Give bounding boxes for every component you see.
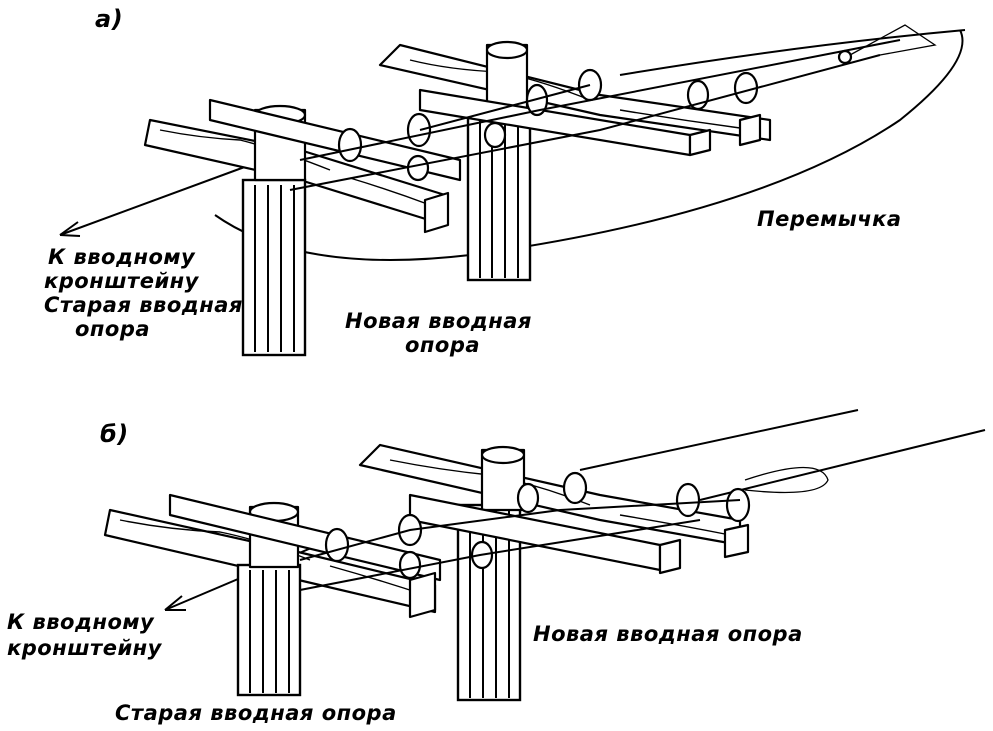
- loop-b: [744, 466, 829, 494]
- old-pole-a: [143, 98, 462, 357]
- insulators-b: [324, 471, 751, 580]
- incoming-wire-b-1: [579, 409, 859, 471]
- old-pole-b: [103, 493, 442, 697]
- old-pole-label-b: Старая вводная опора: [115, 701, 397, 725]
- panel-a-letter: а): [95, 5, 124, 33]
- old-pole-label-a-line1: Старая вводная: [44, 293, 243, 317]
- to-bracket-label-b-line1: К вводному: [7, 610, 155, 634]
- to-bracket-label-a-line1: К вводному: [48, 245, 196, 269]
- new-pole-b: [358, 443, 750, 702]
- wire-to-bracket-a: [59, 164, 251, 236]
- to-bracket-label-b-line2: кронштейну: [7, 636, 162, 660]
- old-pole-label-a-line2: опора: [75, 317, 151, 341]
- new-pole-label-b: Новая вводная опора: [533, 622, 803, 646]
- jumper-wire: [214, 29, 964, 261]
- arrow-head-a: [59, 221, 81, 237]
- tensioner-a: [849, 24, 937, 56]
- jumper-label: Перемычка: [757, 207, 902, 231]
- panel-b-letter: б): [100, 420, 129, 448]
- new-pole-a: [378, 40, 772, 282]
- arrow-head-b: [164, 595, 186, 611]
- new-pole-label-a-line2: опора: [405, 333, 481, 357]
- new-pole-label-a-line1: Новая вводная: [345, 309, 532, 333]
- incoming-wire-b-2: [699, 429, 986, 501]
- line-wires-a: [289, 29, 966, 191]
- line-wires-b: [299, 499, 741, 591]
- to-bracket-label-a-line2: кронштейну: [44, 269, 199, 293]
